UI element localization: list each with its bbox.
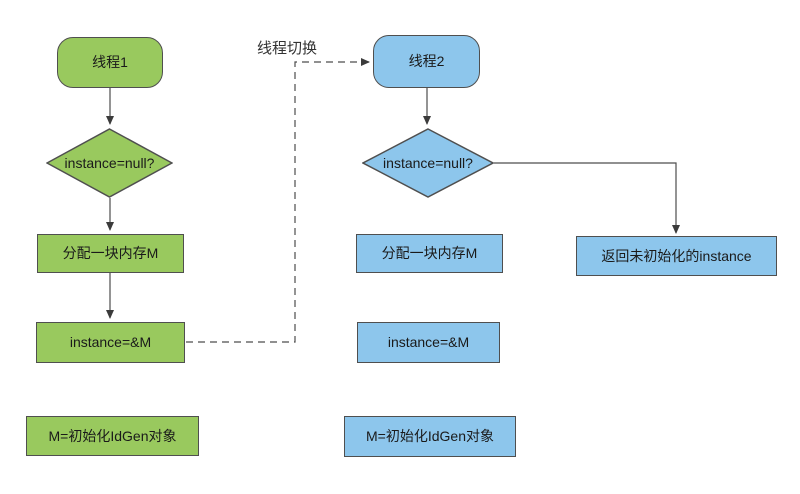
thread1-init-node: M=初始化IdGen对象	[26, 416, 199, 456]
thread2-decision-node: instance=null?	[362, 128, 494, 198]
thread1-decision-label: instance=null?	[64, 154, 155, 171]
thread2-init-label: M=初始化IdGen对象	[366, 428, 494, 445]
thread2-start-node: 线程2	[373, 35, 480, 88]
thread1-decision-node: instance=null?	[46, 128, 173, 198]
thread2-return-label: 返回未初始化的instance	[601, 247, 752, 264]
thread-switch-label: 线程切换	[257, 40, 318, 57]
thread1-assign-node: instance=&M	[36, 322, 185, 363]
thread1-diamond-shape	[46, 128, 173, 198]
thread2-decision-label: instance=null?	[383, 154, 473, 171]
thread2-assign-label: instance=&M	[387, 334, 470, 351]
thread2-alloc-node: 分配一块内存M	[356, 234, 503, 273]
thread1-diamond-polygon	[46, 128, 173, 198]
edge-thread-switch-dashed	[186, 58, 370, 343]
thread2-diamond-polygon	[362, 128, 494, 198]
thread1-alloc-node: 分配一块内存M	[37, 234, 184, 273]
thread2-alloc-label: 分配一块内存M	[381, 245, 478, 262]
thread1-start-label: 线程1	[92, 54, 128, 71]
thread1-init-label: M=初始化IdGen对象	[48, 427, 177, 444]
thread1-assign-label: instance=&M	[69, 334, 152, 351]
thread2-start-label: 线程2	[408, 53, 445, 70]
thread1-start-node: 线程1	[57, 37, 163, 88]
thread1-alloc-label: 分配一块内存M	[62, 245, 159, 262]
thread2-init-node: M=初始化IdGen对象	[344, 416, 516, 457]
thread2-return-node: 返回未初始化的instance	[576, 236, 777, 276]
edge-thread2-decision-to-return	[494, 162, 680, 234]
thread2-assign-node: instance=&M	[357, 322, 500, 363]
thread2-diamond-shape	[362, 128, 494, 198]
